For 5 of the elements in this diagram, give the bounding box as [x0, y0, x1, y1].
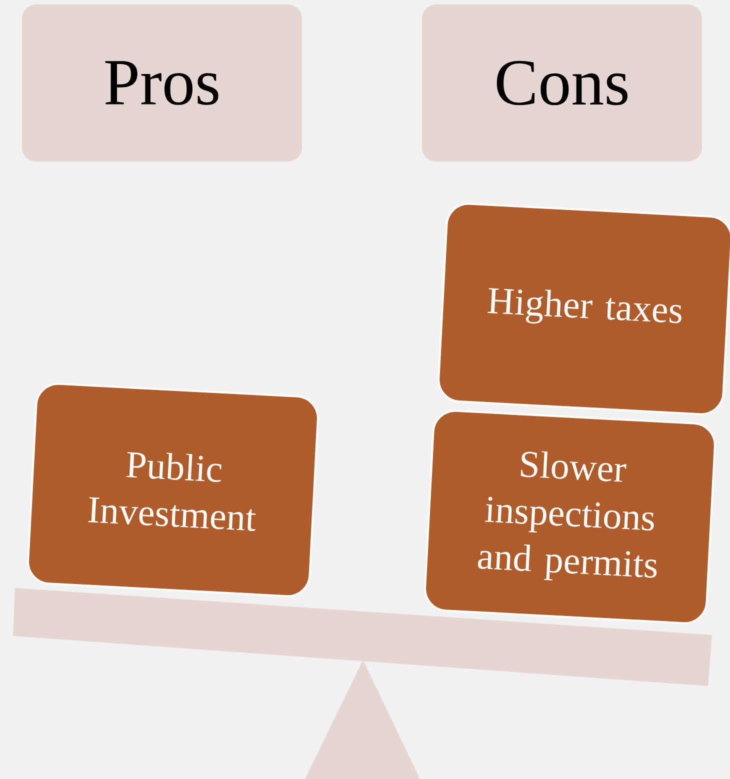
weight-box: Higher taxes	[438, 202, 730, 416]
weight-box: Public Investment	[27, 382, 319, 598]
heading-box: Pros	[22, 4, 302, 162]
weight-box: Slower inspections and permits	[424, 410, 716, 624]
heading-box: Cons	[422, 4, 702, 162]
